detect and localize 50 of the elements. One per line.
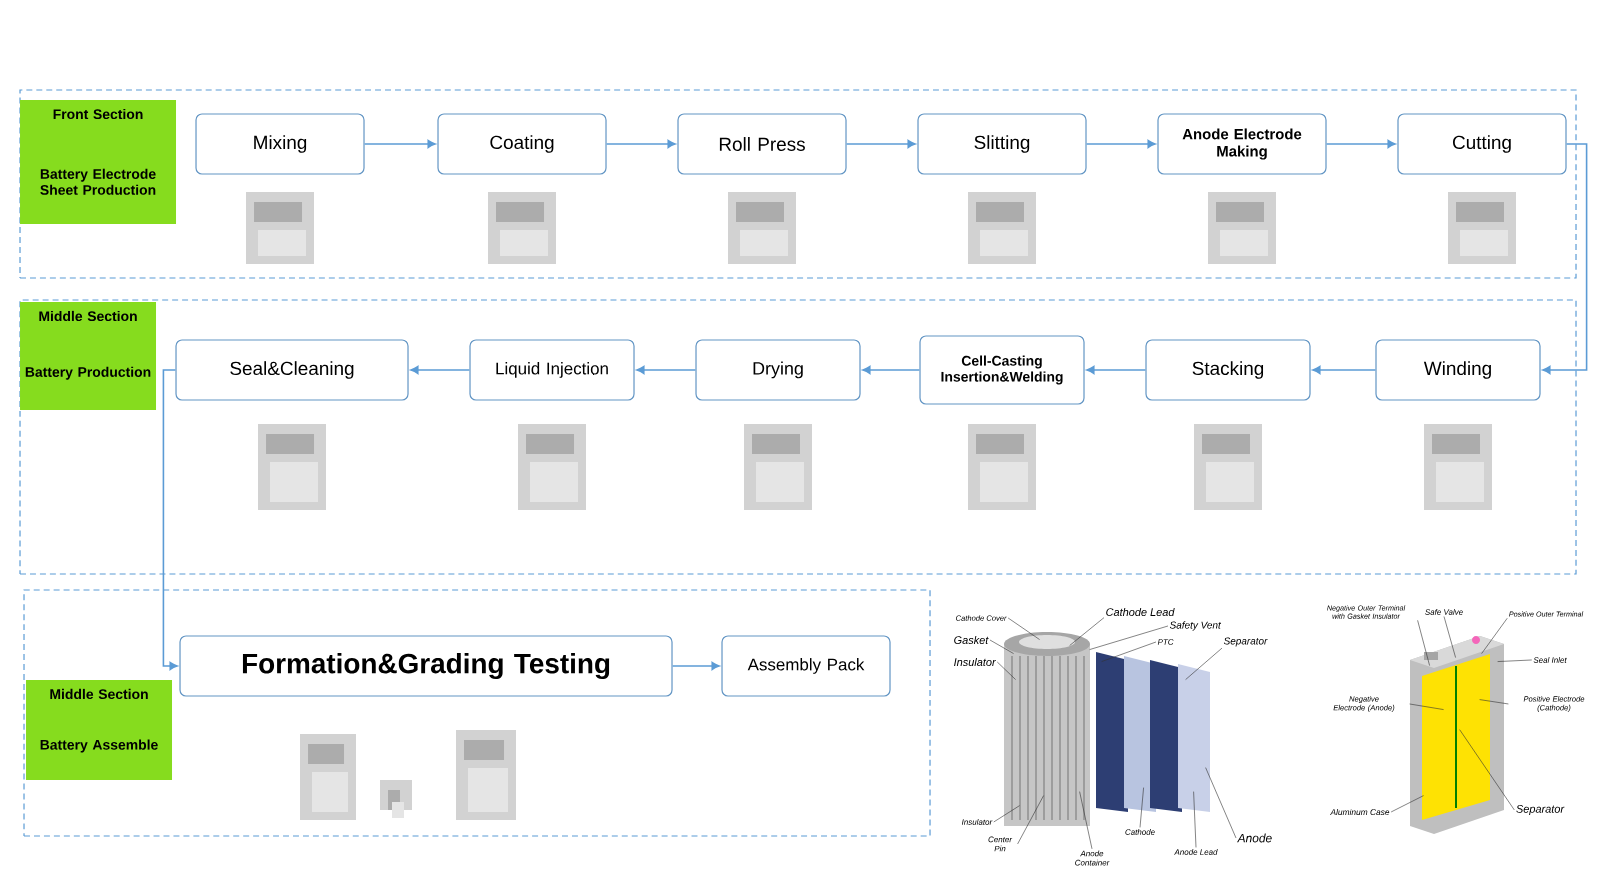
flow-arrow bbox=[636, 365, 697, 375]
process-box: Slitting bbox=[917, 113, 1087, 175]
leader-line bbox=[1185, 647, 1223, 680]
process-box: Assembly Pack bbox=[721, 635, 891, 697]
process-box: Stacking bbox=[1145, 339, 1311, 401]
leader-line bbox=[1193, 791, 1197, 848]
flow-arrow bbox=[605, 139, 676, 149]
leader-line bbox=[1069, 617, 1105, 646]
flow-arrow bbox=[1312, 365, 1377, 375]
cylindrical-cell-drawing bbox=[1004, 632, 1210, 826]
section-frame bbox=[23, 589, 931, 837]
leader-line bbox=[1017, 795, 1044, 845]
process-box: Liquid Injection bbox=[469, 339, 635, 401]
flow-arrow bbox=[671, 661, 720, 671]
flow-arrow bbox=[410, 365, 471, 375]
leader-line bbox=[989, 639, 1014, 654]
leader-line bbox=[1479, 699, 1509, 705]
leader-line bbox=[1417, 620, 1430, 666]
flow-arrow bbox=[162, 369, 178, 671]
process-box: Winding bbox=[1375, 339, 1541, 401]
flow-arrow bbox=[1086, 365, 1147, 375]
process-box: Cutting bbox=[1397, 113, 1567, 175]
process-box: Seal&Cleaning bbox=[175, 339, 409, 401]
flow-arrow bbox=[1085, 139, 1156, 149]
leader-line bbox=[1205, 767, 1237, 839]
leader-line bbox=[1007, 617, 1040, 640]
process-box: Coating bbox=[437, 113, 607, 175]
leader-line bbox=[1139, 787, 1144, 828]
prismatic-cell-drawing bbox=[1410, 636, 1504, 834]
flow-arrow bbox=[363, 139, 436, 149]
section-frame bbox=[19, 299, 1577, 575]
process-box: Mixing bbox=[195, 113, 365, 175]
leader-line bbox=[1497, 659, 1533, 662]
flow-arrow bbox=[1325, 139, 1396, 149]
process-box: Roll Press bbox=[677, 113, 847, 175]
process-box: Drying bbox=[695, 339, 861, 401]
leader-line bbox=[1481, 617, 1508, 654]
leader-line bbox=[1101, 641, 1157, 662]
leader-line bbox=[1079, 791, 1093, 850]
flow-arrow bbox=[1542, 143, 1588, 375]
flow-arrow bbox=[845, 139, 916, 149]
section-frame bbox=[19, 89, 1577, 279]
process-box: Formation&Grading Testing bbox=[179, 635, 673, 697]
leader-line bbox=[1390, 795, 1424, 813]
leader-line bbox=[993, 805, 1020, 823]
leader-line bbox=[1443, 616, 1456, 658]
flow-arrow bbox=[862, 365, 921, 375]
leader-line bbox=[996, 661, 1016, 680]
leader-line bbox=[1089, 625, 1169, 650]
leader-line bbox=[1409, 703, 1444, 710]
